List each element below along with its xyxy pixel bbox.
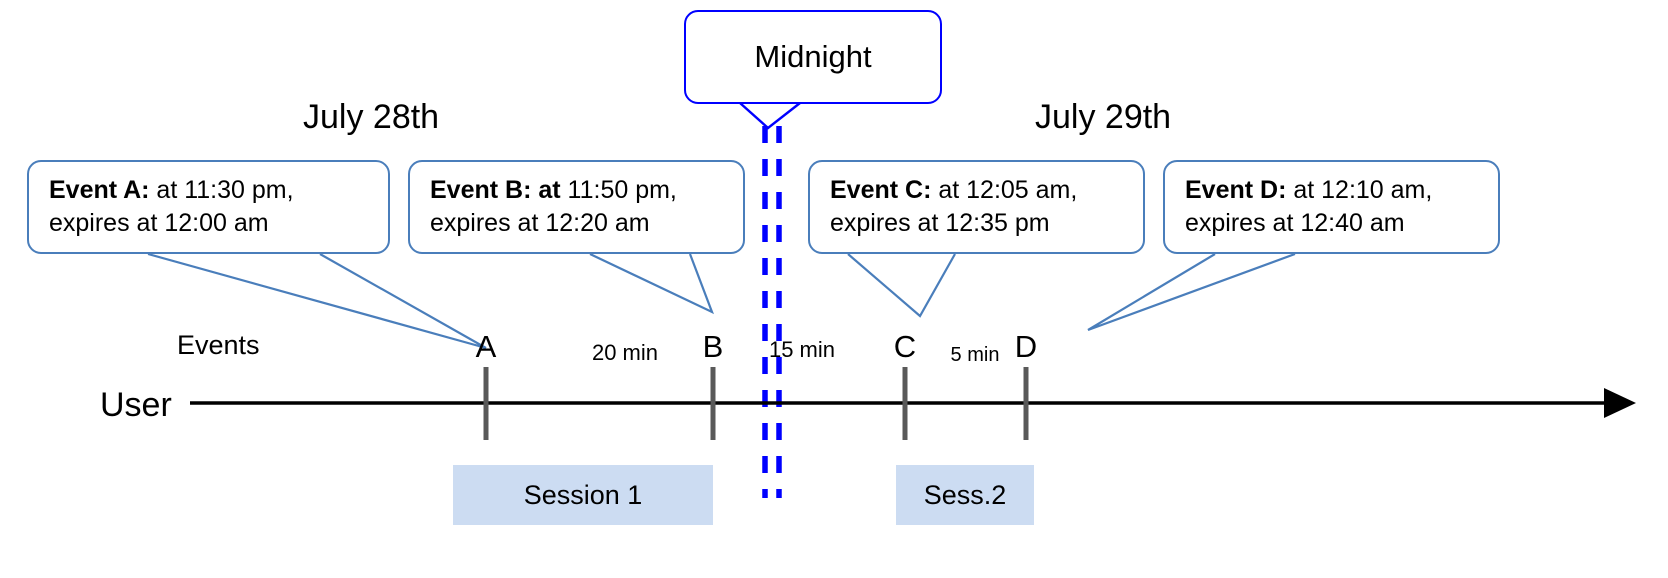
event-marker-d: D [1014, 329, 1038, 364]
callout-event-b-rest: 11:50 pm, [560, 176, 677, 204]
callout-event-b-line2: expires at 12:20 am [430, 209, 650, 237]
event-marker-b: B [702, 329, 724, 364]
interval-label-c-d: 5 min [950, 344, 1000, 366]
midnight-callout[interactable]: Midnight [684, 10, 942, 104]
session-block-1[interactable]: Session 1 [453, 465, 713, 525]
callout-event-c-lead: Event C: [830, 176, 932, 204]
leader-line-event-c [847, 253, 956, 318]
session-block-2[interactable]: Sess.2 [896, 465, 1034, 525]
event-marker-c: C [893, 329, 917, 364]
timeline-ticks [483, 367, 1029, 440]
leader-line-event-b [589, 253, 714, 315]
timeline-axis [190, 388, 1636, 418]
midnight-callout-tail [739, 102, 801, 130]
callout-event-b[interactable]: Event B: at 11:50 pm, expires at 12:20 a… [408, 160, 745, 254]
callout-event-a-rest: at 11:30 pm, [149, 176, 294, 204]
callout-event-d-lead: Event D: [1185, 176, 1287, 204]
event-marker-a: A [475, 329, 497, 364]
callout-event-a[interactable]: Event A: at 11:30 pm, expires at 12:00 a… [27, 160, 390, 254]
callout-event-b-lead: Event B: at [430, 176, 561, 204]
session-block-1-label: Session 1 [523, 479, 643, 510]
interval-label-a-b: 20 min [591, 340, 659, 365]
callout-event-a-line2: expires at 12:00 am [49, 209, 269, 237]
callout-event-d[interactable]: Event D: at 12:10 am, expires at 12:40 a… [1163, 160, 1500, 254]
callout-event-d-rest: at 12:10 am, [1286, 176, 1433, 204]
row-label-events: Events [177, 330, 260, 360]
midnight-label: Midnight [754, 39, 872, 74]
session-block-2-label: Sess.2 [923, 479, 1007, 510]
interval-label-b-c: 15 min [768, 337, 836, 362]
row-label-user: User [100, 386, 172, 424]
callout-event-c[interactable]: Event C: at 12:05 am, expires at 12:35 p… [808, 160, 1145, 254]
leader-line-event-d [1087, 252, 1296, 332]
date-label-july-29: July 29th [1035, 98, 1172, 136]
callout-event-d-line2: expires at 12:40 am [1185, 209, 1405, 237]
callout-event-c-rest: at 12:05 am, [931, 176, 1078, 204]
callout-event-a-lead: Event A: [49, 176, 150, 204]
callout-event-c-line2: expires at 12:35 pm [830, 209, 1050, 237]
date-label-july-28: July 28th [303, 98, 440, 136]
midnight-dashed-line [762, 126, 782, 498]
